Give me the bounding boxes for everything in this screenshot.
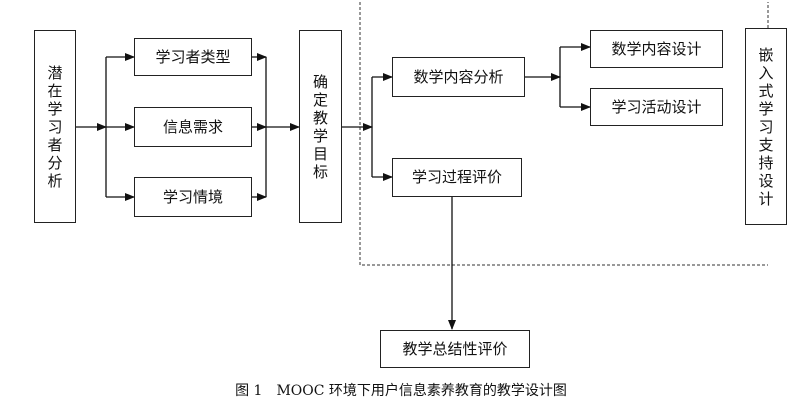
info-needs-box: 信息需求 bbox=[134, 107, 252, 147]
process-eval-label: 学习过程评价 bbox=[411, 168, 502, 187]
info-needs-label: 信息需求 bbox=[162, 117, 223, 136]
dashed-region-boundary bbox=[359, 2, 769, 266]
content-design-box: 数学内容设计 bbox=[590, 30, 723, 68]
activity-design-box: 学习活动设计 bbox=[590, 88, 723, 126]
learner-analysis-box: 潜在学习者分析 bbox=[34, 30, 76, 223]
process-eval-box: 学习过程评价 bbox=[392, 158, 522, 197]
teaching-goal-box: 确定教学目标 bbox=[299, 30, 342, 223]
embedded-support-label: 嵌入式学习支持设计 bbox=[758, 45, 774, 208]
learning-context-box: 学习情境 bbox=[134, 177, 252, 217]
figure-caption: 图 1 MOOC 环境下用户信息素养教育的教学设计图 bbox=[235, 383, 567, 399]
activity-design-label: 学习活动设计 bbox=[611, 97, 702, 116]
content-analysis-label: 数学内容分析 bbox=[413, 67, 504, 86]
teaching-goal-label: 确定教学目标 bbox=[313, 72, 329, 181]
summative-eval-box: 教学总结性评价 bbox=[380, 330, 530, 368]
summative-eval-label: 教学总结性评价 bbox=[402, 339, 508, 358]
content-design-label: 数学内容设计 bbox=[611, 39, 702, 58]
content-analysis-box: 数学内容分析 bbox=[392, 57, 525, 97]
learner-analysis-label: 潜在学习者分析 bbox=[47, 63, 63, 190]
learning-context-label: 学习情境 bbox=[162, 187, 223, 206]
learner-type-label: 学习者类型 bbox=[155, 47, 231, 66]
embedded-support-box: 嵌入式学习支持设计 bbox=[745, 28, 787, 225]
learner-type-box: 学习者类型 bbox=[134, 38, 252, 76]
